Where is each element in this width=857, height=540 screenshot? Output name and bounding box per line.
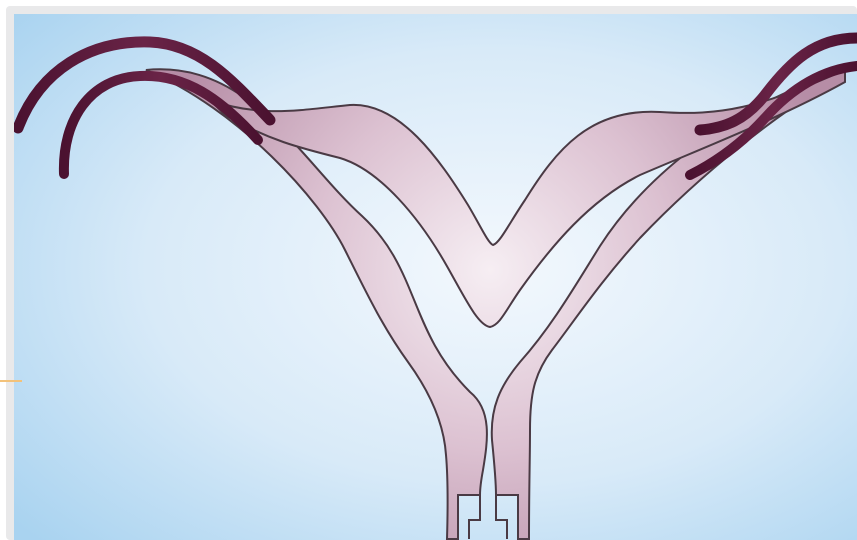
uterus-diagram [14, 14, 857, 540]
diagram-panel [14, 14, 857, 540]
diagram-background [14, 14, 857, 540]
side-accent-mark [0, 380, 22, 382]
